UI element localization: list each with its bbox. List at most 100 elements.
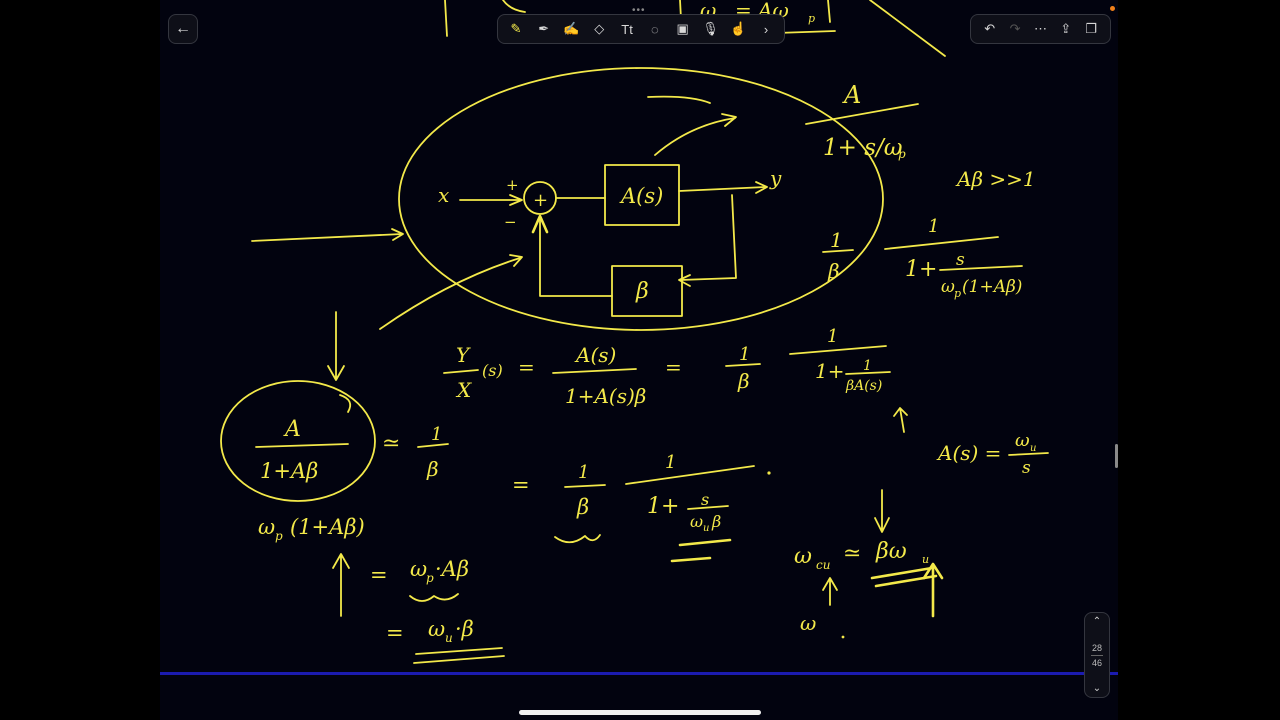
down-arrow xyxy=(327,311,345,381)
eq-beta: β xyxy=(737,369,750,393)
recording-indicator xyxy=(1110,6,1115,11)
ink-dot xyxy=(767,471,771,475)
approx-beta: β xyxy=(426,457,439,481)
as-den: s xyxy=(1022,458,1031,478)
eraser-icon[interactable]: ◇ xyxy=(594,21,605,36)
fraction-bar xyxy=(789,345,887,355)
toolbar-grip-icon[interactable]: ••• xyxy=(632,5,646,16)
chevron-down-icon[interactable]: ⌄ xyxy=(1092,683,1102,694)
export-icon[interactable]: ⇪ xyxy=(1060,21,1072,36)
drawing-toolbar: ✎ ✒ ✍ ◇ Tt ◌ ▣ 🎙 ☝ › xyxy=(497,14,785,44)
input-x: x xyxy=(438,183,449,207)
undo-icon[interactable]: ↶ xyxy=(984,21,996,36)
ratio2-omega: ω xyxy=(941,277,955,297)
ratio-beta: β xyxy=(827,259,840,283)
mid-beta: β xyxy=(576,495,589,519)
sum-minus: − xyxy=(504,213,517,231)
eq-onep: 1+ xyxy=(815,359,844,383)
approx-sign: ≃ xyxy=(382,431,400,456)
wc-value-sub: u xyxy=(922,553,929,566)
chevron-up-icon[interactable]: ⌃ xyxy=(1092,616,1102,627)
ratio2-omega-sub: p xyxy=(954,287,961,300)
as-definition: A(s) = xyxy=(936,441,1001,465)
lasso-icon[interactable]: ◌ xyxy=(651,21,659,37)
wc-omega: ω xyxy=(794,544,812,569)
page-overview-icon[interactable]: ❐ xyxy=(1085,21,1098,36)
pen-icon[interactable]: ✒ xyxy=(538,21,550,36)
fraction-bar xyxy=(822,249,854,253)
page-navigator: ⌃ 28 46 ⌄ xyxy=(1084,612,1110,698)
eqa-omega: ω xyxy=(410,557,427,581)
back-button[interactable]: ← xyxy=(168,14,198,44)
circled-expression xyxy=(220,380,376,502)
pointer-hand-icon[interactable]: ☝ xyxy=(730,21,747,36)
feedback-block xyxy=(611,265,683,317)
mid-s: s xyxy=(701,490,709,509)
image-icon[interactable]: ▣ xyxy=(676,21,689,36)
scrollbar-thumb[interactable] xyxy=(1115,444,1118,468)
forward-pointer-arrow xyxy=(654,117,736,156)
output-y: y xyxy=(769,166,782,190)
underline xyxy=(670,538,732,563)
wc-approx: ≃ xyxy=(843,541,861,566)
block-diagram-ellipse xyxy=(398,67,884,331)
approx-one: 1 xyxy=(431,424,442,445)
tf-denominator: 1+ s/ω xyxy=(823,135,903,161)
ink-stroke xyxy=(554,534,601,544)
arrowhead xyxy=(531,214,549,234)
mid-omega-beta: β xyxy=(711,512,721,531)
current-page-number: 28 xyxy=(1091,642,1102,653)
arrow-left-icon: ← xyxy=(175,20,191,37)
page-divider-line xyxy=(160,672,1118,675)
chevron-right-icon[interactable]: › xyxy=(763,21,769,37)
ink-stroke xyxy=(339,394,352,413)
total-pages-number: 46 xyxy=(1091,657,1102,668)
mid-onep: 1+ xyxy=(647,494,679,519)
eq-equals: = xyxy=(518,355,535,379)
eq-s: (s) xyxy=(482,361,503,380)
as-num-sub: u xyxy=(1030,443,1036,454)
mid-one: 1 xyxy=(578,462,589,483)
fraction-bar xyxy=(255,443,349,448)
eqb-equals: = xyxy=(386,621,404,645)
eq-den: 1+A(s)β xyxy=(565,384,646,408)
highlighter-icon[interactable]: ✍ xyxy=(563,21,580,36)
ratio-one: 1 xyxy=(830,228,843,252)
top-eq-sub: p xyxy=(808,12,815,25)
mid-omega: ω xyxy=(690,512,703,531)
arrowhead xyxy=(755,181,768,194)
eqa-equals: = xyxy=(370,563,388,587)
loop-gain-condition: Aβ >>1 xyxy=(955,167,1036,191)
fraction-bar xyxy=(564,484,606,488)
up-arrow xyxy=(822,577,838,606)
eq-as: A(s) xyxy=(574,343,616,367)
fraction-bar xyxy=(805,103,919,125)
wc-value: βω xyxy=(875,539,907,564)
ratio2-one: 1 xyxy=(928,216,939,237)
ink-stroke xyxy=(827,0,831,23)
document-actions: ↶ ↷ ⋯ ⇪ ❐ xyxy=(970,14,1111,44)
fraction-bar xyxy=(939,265,1023,271)
wp-rest: (1+Aβ) xyxy=(290,515,365,539)
tf-den-sub: p xyxy=(898,147,906,161)
ink-stroke xyxy=(444,0,448,37)
home-indicator xyxy=(519,710,761,715)
down-arrow xyxy=(874,489,890,533)
ink-stroke xyxy=(869,0,946,57)
highlighter-pen-icon[interactable]: ✎ xyxy=(510,21,522,36)
fraction-bar xyxy=(443,369,479,374)
feedback-return-line xyxy=(539,215,613,297)
circ-numerator: A xyxy=(283,417,301,442)
eq-small2: βA(s) xyxy=(845,378,882,394)
divider xyxy=(1091,654,1103,656)
more-options-icon[interactable]: ⋯ xyxy=(1033,21,1047,36)
eqa-sub: p xyxy=(426,571,434,585)
eqb-rest: ·β xyxy=(455,617,474,641)
note-canvas[interactable]: ω p = Aω p x + + − A(s) y β A xyxy=(160,0,1118,720)
up-arrow xyxy=(332,553,350,617)
pointer-arrow xyxy=(893,407,908,433)
text-tool-icon[interactable]: Tt xyxy=(621,21,633,37)
microphone-icon[interactable]: 🎙 xyxy=(702,21,719,36)
redo-icon[interactable]: ↷ xyxy=(1009,21,1021,36)
ink-stroke xyxy=(647,95,711,104)
